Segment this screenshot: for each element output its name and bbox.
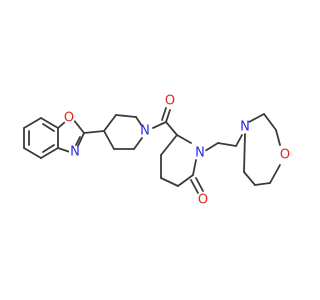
bond [243, 133, 246, 173]
benzoxazole-oxygen-atom: O [63, 111, 75, 126]
bond [77, 132, 85, 147]
bond [115, 114, 137, 118]
bond [165, 109, 171, 123]
bond [160, 134, 178, 156]
bond [152, 121, 167, 129]
bond [135, 116, 143, 127]
bond [40, 147, 59, 159]
svg-text:O: O [165, 94, 175, 109]
lactam-oxygen-atom: O [197, 193, 209, 208]
bond [217, 142, 237, 147]
bond [235, 134, 243, 147]
bond [72, 118, 85, 134]
bond [275, 129, 281, 146]
bond [57, 147, 71, 153]
benzoxazole-nitrogen-atom: N [69, 145, 81, 160]
bond [42, 144, 55, 153]
bond [165, 121, 178, 136]
bond [103, 130, 115, 150]
bond [160, 177, 179, 187]
svg-text:N: N [240, 120, 250, 135]
bond [269, 164, 281, 184]
lactam-nitrogen-atom: N [194, 146, 206, 161]
bond [57, 121, 66, 129]
svg-text:O: O [198, 193, 208, 208]
bond [133, 137, 143, 150]
carbonyl-oxygen-atom: O [164, 94, 176, 109]
bond [40, 117, 59, 129]
bond [204, 142, 219, 152]
bond [190, 179, 199, 194]
bond [75, 136, 81, 146]
bond [176, 134, 192, 144]
atom-labels: O N N O N O N O [63, 94, 291, 208]
bond [243, 171, 256, 186]
molecule-structure-diagram: O N N O N O N O [23, 94, 291, 208]
bond [83, 130, 105, 134]
bond [23, 147, 42, 159]
morpholine-nitrogen-atom: N [239, 120, 251, 135]
bond [161, 107, 167, 121]
svg-text:N: N [70, 145, 80, 160]
bond [23, 117, 42, 129]
bond [248, 113, 265, 123]
svg-text:O: O [280, 148, 290, 163]
bond [177, 174, 194, 187]
svg-text:N: N [195, 146, 205, 161]
svg-text:O: O [64, 111, 74, 126]
bond [192, 159, 197, 176]
bond [42, 123, 55, 132]
svg-text:N: N [140, 124, 150, 139]
piperidine-nitrogen-atom: N [139, 124, 151, 139]
bonds [23, 107, 281, 194]
bond [103, 114, 117, 132]
bond [263, 113, 277, 131]
morpholine-oxygen-atom: O [279, 148, 291, 163]
bond [195, 177, 204, 192]
bond [254, 182, 271, 186]
